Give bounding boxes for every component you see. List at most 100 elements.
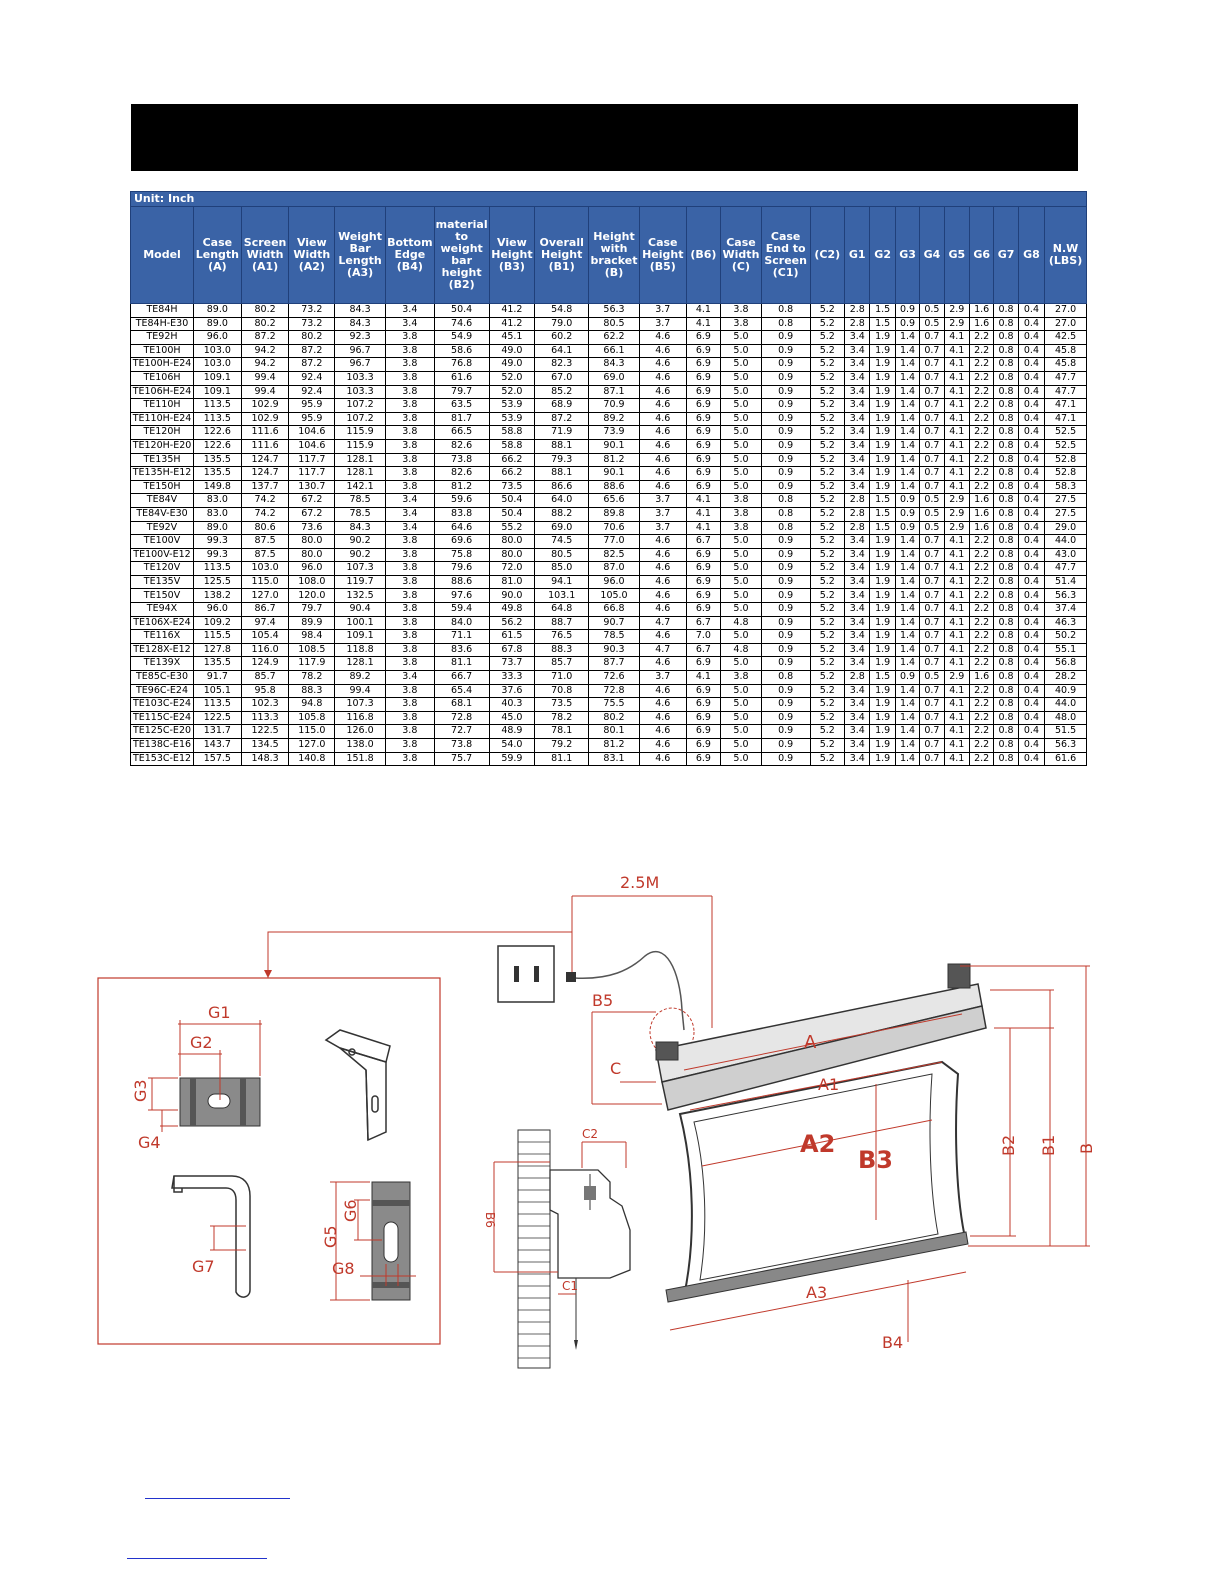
- value-cell: 0.8: [760, 493, 811, 508]
- value-cell: 6.9: [685, 330, 722, 345]
- value-cell: 94.2: [240, 343, 290, 359]
- value-cell: 2.8: [844, 316, 871, 332]
- value-cell: 103.0: [240, 561, 290, 576]
- value-cell: 113.5: [192, 697, 242, 712]
- value-cell: 3.8: [720, 316, 762, 332]
- value-cell: 113.5: [192, 561, 242, 576]
- value-cell: 80.0: [488, 547, 536, 563]
- value-cell: 6.7: [685, 615, 722, 631]
- value-cell: 0.9: [760, 642, 811, 658]
- value-cell: 1.4: [894, 370, 921, 386]
- value-cell: 95.9: [288, 411, 336, 427]
- column-header: View Width (A2): [288, 206, 336, 304]
- value-cell: 54.8: [534, 303, 590, 318]
- value-cell: 2.9: [943, 316, 970, 332]
- model-cell: TE100H-E24: [130, 357, 194, 372]
- model-cell: TE106H: [130, 370, 194, 386]
- value-cell: 90.3: [588, 642, 640, 658]
- value-cell: 3.4: [844, 411, 871, 427]
- value-cell: 5.0: [720, 479, 762, 495]
- value-cell: 4.1: [943, 452, 970, 468]
- value-cell: 89.2: [588, 411, 640, 427]
- value-cell: 0.7: [919, 466, 945, 481]
- value-cell: 4.1: [943, 642, 970, 658]
- value-cell: 41.2: [488, 303, 536, 318]
- value-cell: 99.3: [192, 547, 242, 563]
- value-cell: 97.6: [433, 588, 490, 604]
- value-cell: 4.1: [943, 384, 970, 400]
- value-cell: 66.8: [588, 602, 640, 617]
- value-cell: 99.4: [334, 683, 386, 699]
- value-cell: 51.5: [1044, 724, 1087, 739]
- footer-link-2[interactable]: [127, 1550, 267, 1559]
- value-cell: 3.8: [384, 398, 435, 413]
- label-a3: A3: [806, 1283, 827, 1302]
- value-cell: 1.9: [869, 602, 896, 617]
- value-cell: 56.3: [1044, 588, 1087, 604]
- value-cell: 0.4: [1017, 588, 1046, 604]
- label-b5: B5: [592, 991, 613, 1010]
- value-cell: 47.1: [1044, 411, 1087, 427]
- value-cell: 6.9: [685, 602, 722, 617]
- value-cell: 55.1: [1044, 642, 1087, 658]
- value-cell: 4.1: [943, 547, 970, 563]
- model-cell: TE153C-E12: [130, 751, 194, 767]
- value-cell: 1.4: [894, 561, 921, 576]
- value-cell: 5.2: [809, 370, 846, 386]
- value-cell: 68.1: [433, 697, 490, 712]
- value-cell: 95.8: [240, 683, 290, 699]
- value-cell: 138.0: [334, 738, 386, 753]
- label-a1: A1: [818, 1075, 839, 1094]
- value-cell: 0.9: [760, 384, 811, 400]
- value-cell: 5.2: [809, 683, 846, 699]
- label-g1: G1: [208, 1003, 231, 1022]
- value-cell: 96.0: [588, 574, 640, 590]
- value-cell: 3.4: [844, 370, 871, 386]
- value-cell: 0.8: [993, 493, 1019, 508]
- value-cell: 63.5: [433, 398, 490, 413]
- column-header: Screen Width (A1): [240, 206, 290, 304]
- value-cell: 85.7: [240, 670, 290, 685]
- value-cell: 0.4: [1017, 602, 1046, 617]
- value-cell: 104.6: [288, 438, 336, 454]
- value-cell: 0.9: [894, 670, 921, 685]
- value-cell: 88.7: [534, 615, 590, 631]
- value-cell: 4.6: [638, 438, 687, 454]
- value-cell: 0.9: [760, 629, 811, 644]
- value-cell: 5.0: [720, 602, 762, 617]
- value-cell: 1.9: [869, 738, 896, 753]
- value-cell: 3.4: [844, 574, 871, 590]
- value-cell: 3.8: [384, 452, 435, 468]
- value-cell: 79.2: [534, 738, 590, 753]
- value-cell: 47.7: [1044, 384, 1087, 400]
- footer-link-1[interactable]: [145, 1490, 290, 1499]
- value-cell: 3.8: [720, 670, 762, 685]
- value-cell: 127.0: [288, 738, 336, 753]
- value-cell: 0.8: [993, 466, 1019, 481]
- value-cell: 2.2: [968, 683, 995, 699]
- value-cell: 6.9: [685, 724, 722, 739]
- value-cell: 0.8: [993, 520, 1019, 536]
- value-cell: 90.4: [334, 602, 386, 617]
- value-cell: 87.7: [588, 656, 640, 672]
- value-cell: 3.4: [844, 534, 871, 549]
- value-cell: 84.3: [334, 316, 386, 332]
- column-header: G1: [844, 206, 871, 304]
- value-cell: 1.6: [968, 493, 995, 508]
- value-cell: 1.4: [894, 697, 921, 712]
- value-cell: 0.4: [1017, 330, 1046, 345]
- value-cell: 0.8: [993, 642, 1019, 658]
- value-cell: 46.3: [1044, 615, 1087, 631]
- value-cell: 0.4: [1017, 493, 1046, 508]
- value-cell: 3.8: [384, 384, 435, 400]
- value-cell: 5.2: [809, 534, 846, 549]
- value-cell: 3.8: [384, 602, 435, 617]
- value-cell: 1.6: [968, 520, 995, 536]
- value-cell: 66.2: [488, 452, 536, 468]
- value-cell: 66.7: [433, 670, 490, 685]
- value-cell: 81.2: [588, 452, 640, 468]
- value-cell: 1.5: [869, 303, 896, 318]
- value-cell: 102.3: [240, 697, 290, 712]
